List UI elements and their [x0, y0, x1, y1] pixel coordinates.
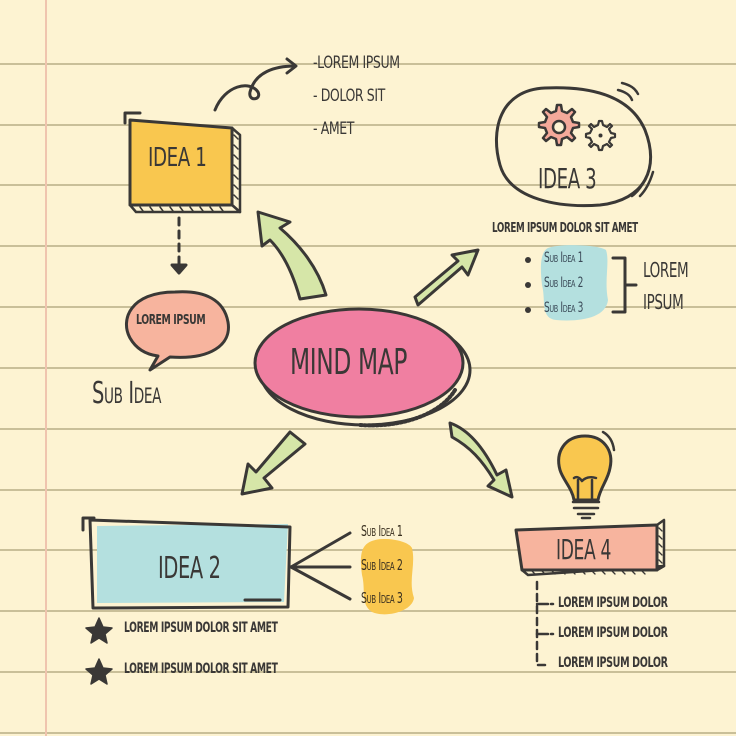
ruled-line: [0, 184, 736, 186]
idea3-sub-idea: Sub Idea 1: [544, 250, 584, 266]
star-icon: [85, 617, 113, 644]
idea2-sub-idea: Sub Idea 1: [361, 522, 403, 540]
ruled-line: [0, 610, 736, 612]
arrow-icon-group: [240, 210, 514, 499]
ruled-line: [0, 428, 736, 430]
star-icon: [85, 658, 113, 685]
curl-arrow: [213, 64, 297, 112]
idea4-label: Idea 4: [556, 533, 612, 566]
bubble-text: Lorem ipsum: [136, 313, 206, 328]
speech-bubble: [125, 290, 230, 372]
idea2-starred-item: Lorem ipsum dolor sit amet: [124, 661, 278, 677]
center-label: Mind Map: [290, 342, 408, 383]
highlight-yellow: [360, 538, 414, 615]
idea2-sub-idea: Sub Idea 2: [361, 556, 403, 574]
idea2-label: Idea 2: [158, 551, 221, 586]
idea1-note: - Amet: [313, 119, 355, 139]
center-ellipse: [253, 307, 472, 428]
bracket: [611, 256, 638, 314]
idea2-sub-idea: Sub Idea 3: [361, 589, 403, 607]
ruled-line: [0, 489, 736, 491]
highlight-blue: [540, 245, 608, 321]
ruled-line: [0, 63, 736, 65]
idea3-sub-idea: Sub Idea 2: [544, 275, 584, 291]
idea4-item: Lorem ipsum dolor: [558, 655, 668, 671]
idea4-item: Lorem ipsum dolor: [558, 595, 668, 611]
idea2-starred-item: Lorem ipsum dolor sit amet: [124, 620, 278, 636]
idea1-note: - Dolor sit: [313, 86, 385, 106]
idea1-label: Idea 1: [148, 143, 207, 173]
ruled-line: [0, 124, 736, 126]
dashed-tree: [535, 580, 550, 667]
bracket-label-line1: Lorem: [643, 258, 689, 282]
idea3-label: Idea 3: [538, 162, 597, 195]
ruled-line: [0, 245, 736, 247]
margin-line: [45, 0, 47, 736]
idea3-circle: [494, 81, 655, 208]
idea3-sub-idea: Sub Idea 3: [544, 300, 584, 316]
sub-idea-caption: Sub Idea: [92, 376, 162, 411]
idea1-box: [123, 111, 242, 214]
fork-lines: [289, 531, 352, 601]
idea4-box: [514, 518, 666, 577]
gears-icon: [537, 103, 617, 152]
bracket-label-line2: ipsum: [643, 290, 684, 314]
ruled-line: [0, 671, 736, 673]
idea2-box: [81, 516, 292, 610]
ruled-line: [0, 732, 736, 734]
idea1-note: -Lorem ipsum: [313, 53, 400, 73]
idea3-caption: Lorem ipsum dolor sit amet: [492, 221, 638, 236]
ruled-line: [0, 306, 736, 308]
idea4-item: Lorem ipsum dolor: [558, 625, 668, 641]
lightbulb-icon: [557, 430, 616, 520]
